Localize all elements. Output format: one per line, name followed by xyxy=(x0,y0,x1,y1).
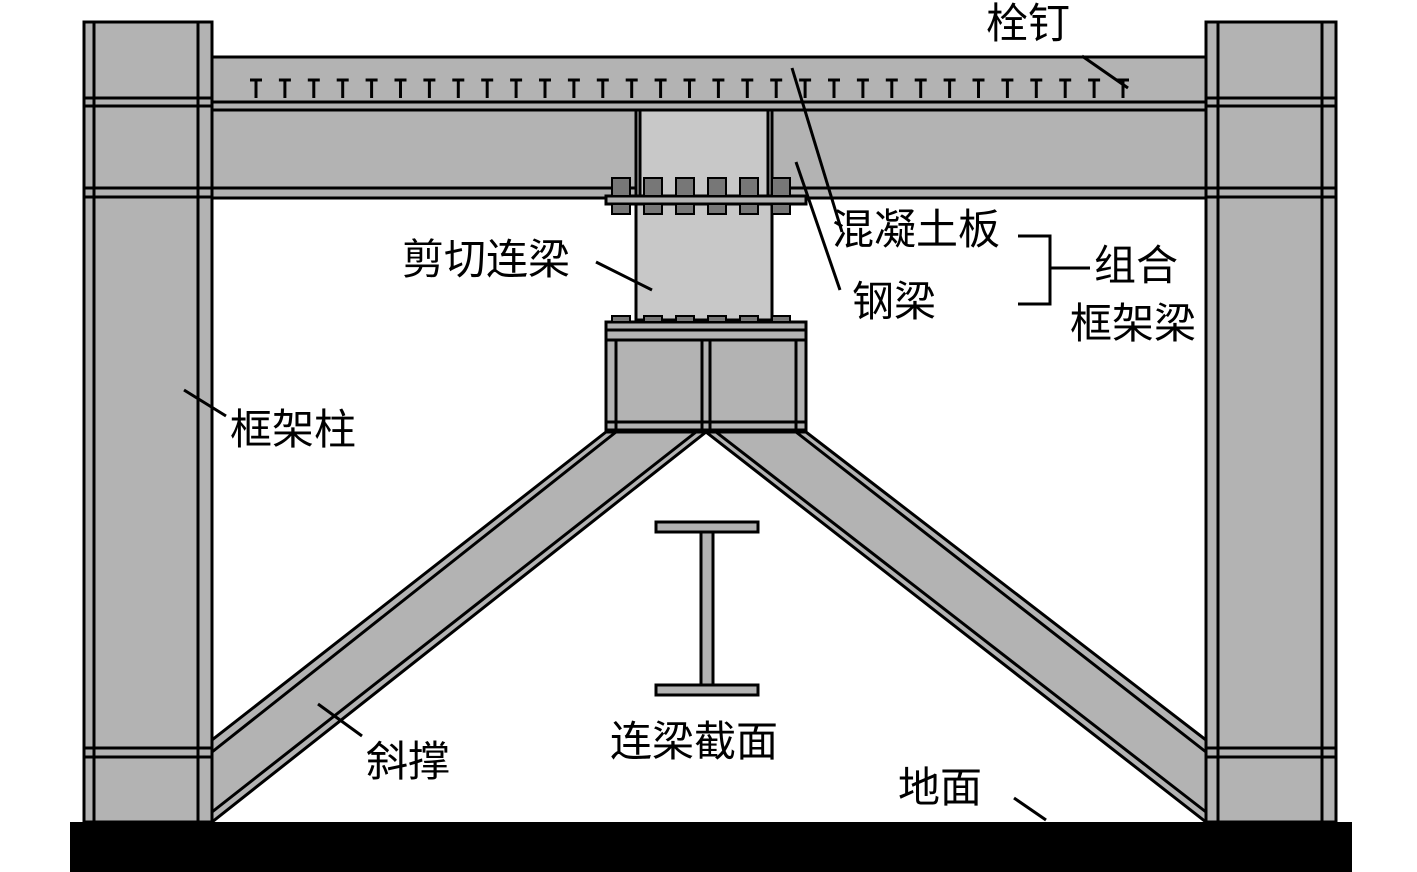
label-brace: 斜撑 xyxy=(366,737,450,786)
concrete-slab xyxy=(210,55,1208,104)
right-frame-column xyxy=(1204,20,1338,824)
shear-stud xyxy=(567,78,580,98)
shear-stud xyxy=(278,78,291,98)
shear-stud xyxy=(943,78,956,98)
label-stud: 栓钉 xyxy=(986,0,1070,48)
bolt xyxy=(643,177,663,197)
bolt xyxy=(675,177,695,197)
shear-stud xyxy=(828,78,840,98)
bolt xyxy=(707,315,727,323)
ground-slab xyxy=(70,822,1352,872)
label-steel-beam: 钢梁 xyxy=(852,277,936,326)
shear-stud xyxy=(481,78,494,98)
shear-stud xyxy=(452,78,465,98)
shear-stud xyxy=(625,78,638,98)
label-composite-beam-line2: 框架梁 xyxy=(1070,299,1196,348)
bolt xyxy=(707,203,727,215)
shear-stud xyxy=(1030,78,1043,98)
link-cross-section xyxy=(654,520,760,697)
shear-stud xyxy=(1059,78,1072,98)
shear-stud xyxy=(423,78,436,98)
brace-connection-box xyxy=(604,328,808,432)
bolt xyxy=(611,203,631,215)
shear-stud xyxy=(307,78,320,98)
label-shear-link: 剪切连梁 xyxy=(402,235,570,284)
shear-stud xyxy=(885,78,898,98)
bolt xyxy=(771,315,791,323)
shear-stud xyxy=(741,78,754,98)
shear-stud xyxy=(336,78,349,98)
bolt xyxy=(611,315,631,323)
bolt xyxy=(771,203,791,215)
bolt xyxy=(771,177,791,197)
bolt xyxy=(643,203,663,215)
shear-stud xyxy=(365,78,378,98)
shear-stud xyxy=(596,78,609,98)
bolt xyxy=(739,203,759,215)
label-frame-column: 框架柱 xyxy=(230,405,356,454)
shear-stud xyxy=(799,78,812,98)
shear-stud xyxy=(510,78,523,98)
leader-lines xyxy=(183,54,1129,822)
shear-stud xyxy=(856,78,869,98)
label-composite-beam-line1: 组合 xyxy=(1094,241,1178,290)
shear-stud xyxy=(1088,78,1101,98)
bolt xyxy=(739,315,759,323)
left-brace xyxy=(210,430,711,826)
shear-stud xyxy=(914,78,927,98)
shear-stud xyxy=(683,78,696,98)
shear-stud xyxy=(770,78,783,98)
label-concrete-slab: 混凝土板 xyxy=(832,205,1000,254)
bolt xyxy=(675,315,695,323)
bolt xyxy=(739,177,759,197)
shear-stud xyxy=(394,78,407,98)
shear-stud xyxy=(712,78,725,98)
bolt xyxy=(643,315,663,323)
shear-stud xyxy=(972,78,985,98)
shear-stud xyxy=(250,78,262,98)
bolt xyxy=(707,177,727,197)
left-frame-column xyxy=(82,20,214,824)
label-link-section: 连梁截面 xyxy=(610,717,778,766)
label-ground: 地面 xyxy=(898,763,982,812)
shear-stud xyxy=(539,78,551,98)
bolt xyxy=(675,203,695,215)
shear-stud xyxy=(654,78,667,98)
right-brace xyxy=(701,430,1208,826)
bolt xyxy=(611,177,631,197)
shear-stud xyxy=(1001,78,1014,98)
